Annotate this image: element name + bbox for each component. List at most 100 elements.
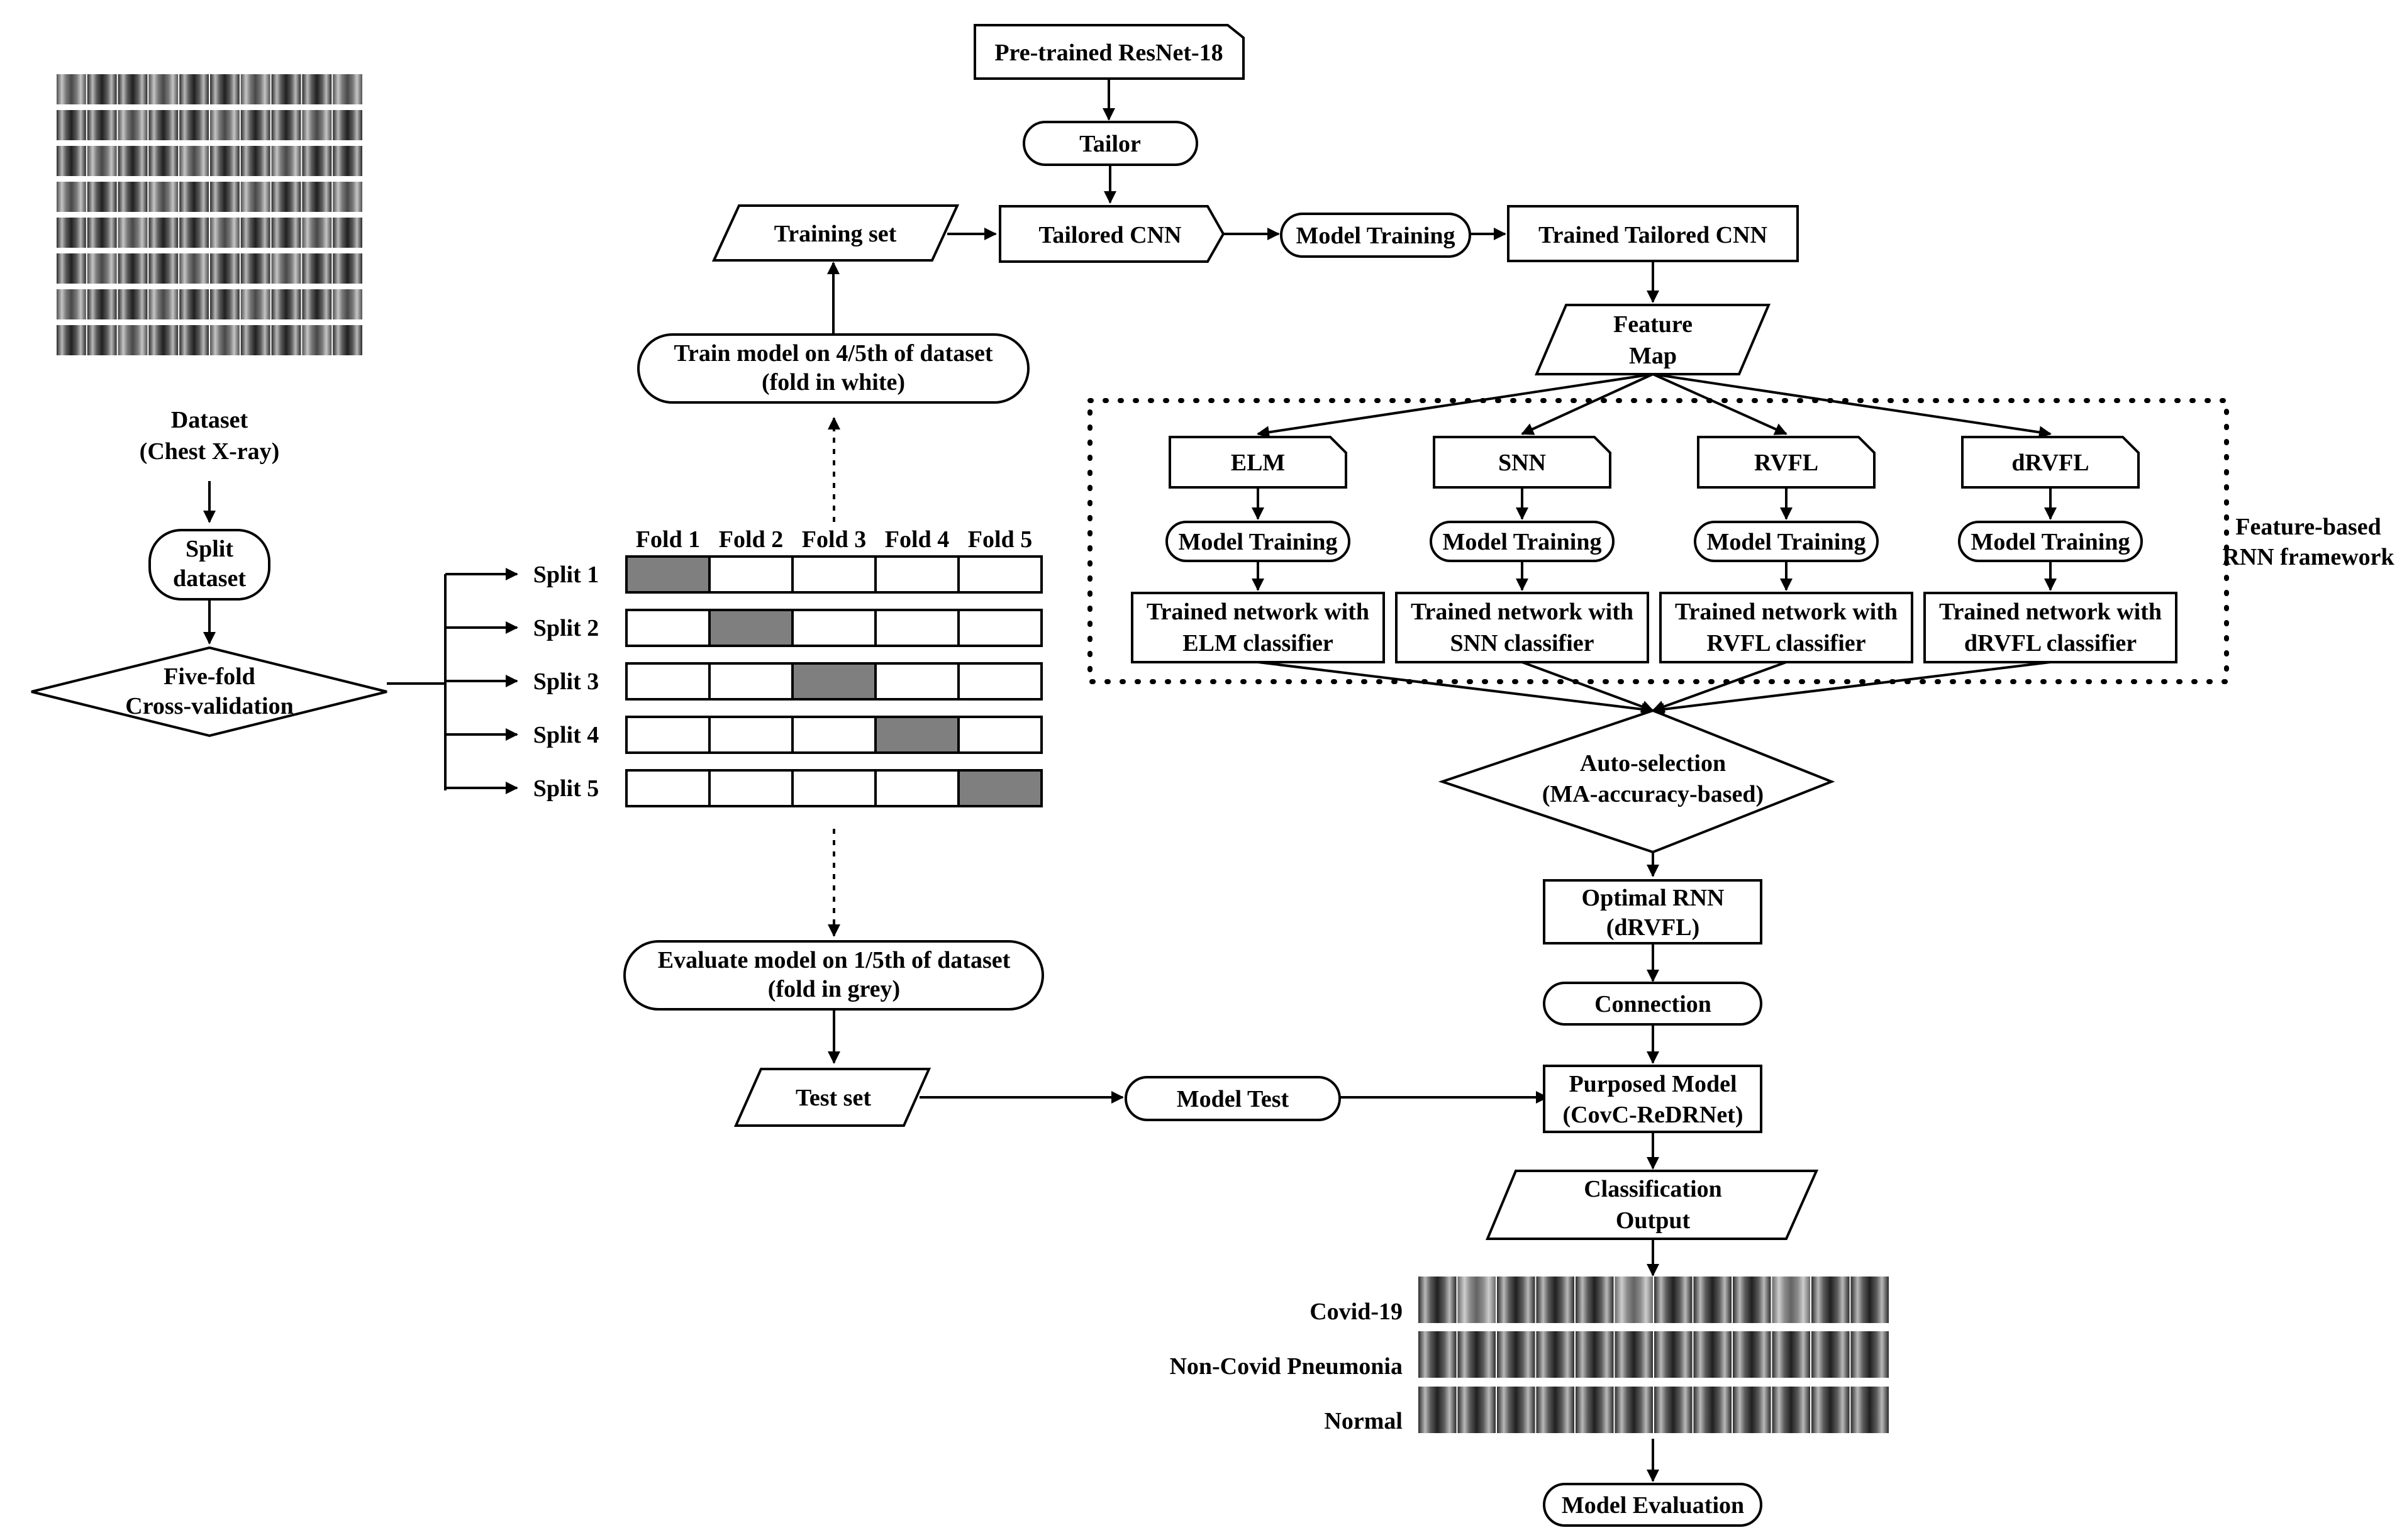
output-xray-thumbnail xyxy=(1654,1387,1693,1433)
xray-thumbnail xyxy=(302,253,332,284)
output-xray-thumbnail xyxy=(1497,1277,1535,1323)
xray-thumbnail xyxy=(118,218,148,248)
output-xray-thumbnail xyxy=(1811,1277,1850,1323)
xray-thumbnail xyxy=(302,110,332,140)
xray-thumbnail xyxy=(57,110,86,140)
xray-thumbnail xyxy=(179,182,209,212)
fold-cell-train xyxy=(791,609,877,647)
xray-thumbnail xyxy=(118,253,148,284)
fold-cell-test xyxy=(874,716,960,754)
tailored-cnn-label: Tailored CNN xyxy=(1039,222,1182,248)
training-set-label: Training set xyxy=(774,221,897,247)
output-xray-thumbnail xyxy=(1811,1387,1850,1433)
trained-network-line1: Trained network with xyxy=(1411,599,1633,625)
fold-cell-train xyxy=(874,555,960,594)
xray-thumbnail xyxy=(210,289,240,319)
training-set-node xyxy=(711,204,960,262)
xray-thumbnail xyxy=(87,74,117,104)
xray-thumbnail xyxy=(179,253,209,284)
trained-network-node xyxy=(1131,592,1385,663)
trained-network-line2: ELM classifier xyxy=(1182,630,1333,656)
output-xray-strips xyxy=(1418,1277,1889,1433)
fold-cell-train xyxy=(625,609,711,647)
feature-map-line2: Map xyxy=(1629,343,1677,369)
output-xray-thumbnail xyxy=(1850,1331,1889,1378)
purposed-model-line2: (CovC-ReDRNet) xyxy=(1562,1102,1743,1128)
optimal-rnn-node xyxy=(1543,879,1762,944)
xray-thumbnail xyxy=(148,325,179,355)
xray-thumbnail xyxy=(240,74,270,104)
split-dataset-line2: dataset xyxy=(173,565,246,592)
tailor-label: Tailor xyxy=(1079,131,1141,157)
xray-thumbnail xyxy=(302,289,332,319)
classifier-name: RVFL xyxy=(1754,450,1818,476)
xray-thumbnail xyxy=(87,325,117,355)
trained-tailored-cnn-node xyxy=(1507,205,1799,262)
split-label: Split 3 xyxy=(533,668,599,695)
xray-thumbnail xyxy=(57,146,86,176)
xray-thumbnail xyxy=(271,325,301,355)
xray-thumbnail xyxy=(271,74,301,104)
evaluate-model-line2: (fold in grey) xyxy=(768,976,900,1002)
xray-thumbnail xyxy=(302,218,332,248)
xray-thumbnail xyxy=(57,253,86,284)
xray-thumbnail xyxy=(57,289,86,319)
fold-cell-train xyxy=(708,555,794,594)
xray-thumbnail xyxy=(179,325,209,355)
fold-header: Fold 4 xyxy=(885,526,949,553)
xray-thumbnail xyxy=(87,110,117,140)
cross-validation-decision xyxy=(31,646,387,738)
dataset-xray-grid xyxy=(57,74,362,355)
fold-header: Fold 2 xyxy=(719,526,783,553)
fold-header: Fold 5 xyxy=(968,526,1032,553)
split-dataset-line1: Split xyxy=(186,536,233,562)
output-xray-thumbnail xyxy=(1536,1387,1574,1433)
split-label: Split 2 xyxy=(533,615,599,641)
output-xray-thumbnail xyxy=(1615,1331,1653,1378)
classifier-training-label: Model Training xyxy=(1178,529,1337,555)
output-xray-thumbnail xyxy=(1850,1277,1889,1323)
xray-thumbnail xyxy=(240,253,270,284)
xray-thumbnail xyxy=(240,289,270,319)
xray-thumbnail xyxy=(302,146,332,176)
output-xray-thumbnail xyxy=(1576,1277,1614,1323)
train-model-line2: (fold in white) xyxy=(762,369,905,396)
classifier-training-label: Model Training xyxy=(1971,529,2130,555)
classifier-name: ELM xyxy=(1231,450,1286,476)
test-set-node xyxy=(733,1068,931,1127)
trained-network-line1: Trained network with xyxy=(1147,599,1369,625)
trained-network-line2: RVFL classifier xyxy=(1706,630,1865,656)
xray-thumbnail xyxy=(118,146,148,176)
fold-cell-train xyxy=(708,769,794,807)
xray-thumbnail xyxy=(210,146,240,176)
output-xray-thumbnail xyxy=(1693,1277,1732,1323)
xray-thumbnail xyxy=(210,182,240,212)
feature-map-node xyxy=(1534,304,1771,375)
trained-network-line2: SNN classifier xyxy=(1450,630,1594,656)
dataset-sublabel: (Chest X-ray) xyxy=(140,438,280,465)
output-xray-thumbnail xyxy=(1772,1277,1810,1323)
feature-map-line1: Feature xyxy=(1613,311,1693,338)
trained-network-node xyxy=(1923,592,2177,663)
output-xray-thumbnail xyxy=(1654,1331,1693,1378)
fold-cell-train xyxy=(708,716,794,754)
purposed-model-line1: Purposed Model xyxy=(1569,1071,1737,1097)
output-xray-thumbnail xyxy=(1536,1277,1574,1323)
output-xray-thumbnail xyxy=(1497,1387,1535,1433)
classifier-training-label: Model Training xyxy=(1442,529,1601,555)
fold-cell-train xyxy=(957,555,1043,594)
fold-cell-train xyxy=(625,662,711,701)
fold-cell-train xyxy=(874,662,960,701)
output-xray-thumbnail xyxy=(1850,1387,1889,1433)
model-training-label: Model Training xyxy=(1296,223,1455,249)
fold-cell-train xyxy=(708,662,794,701)
xray-thumbnail xyxy=(271,110,301,140)
output-xray-thumbnail xyxy=(1733,1387,1771,1433)
output-xray-thumbnail xyxy=(1536,1331,1574,1378)
trained-network-line2: dRVFL classifier xyxy=(1964,630,2137,656)
xray-thumbnail xyxy=(148,253,179,284)
trained-network-node xyxy=(1395,592,1649,663)
xray-thumbnail xyxy=(302,325,332,355)
split-label: Split 5 xyxy=(533,775,599,802)
output-xray-thumbnail xyxy=(1772,1387,1810,1433)
